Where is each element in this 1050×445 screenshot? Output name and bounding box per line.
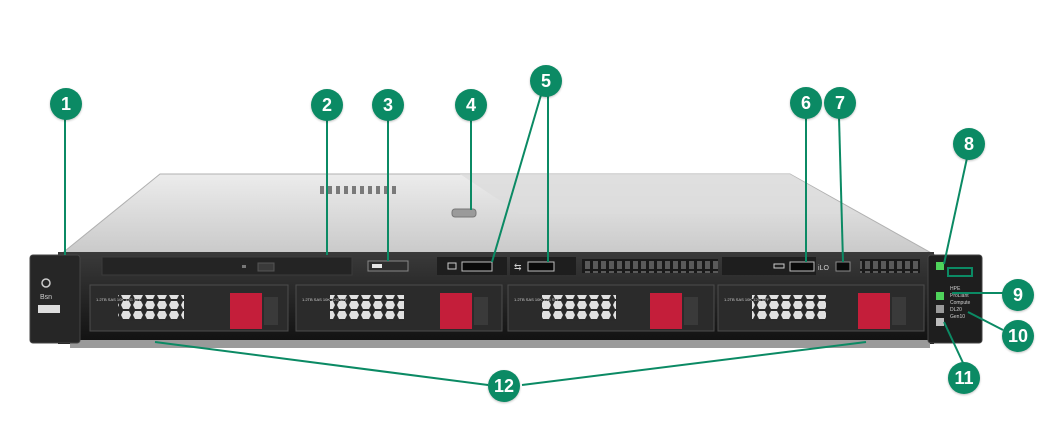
hpe-logo [947, 267, 973, 277]
left-ear-power-icon [41, 278, 51, 288]
top-cover-latch [451, 208, 477, 218]
left-ear-label: Bsn [40, 294, 52, 301]
brand-line-1: HPE [950, 286, 961, 292]
callout-2: 2 [311, 89, 343, 121]
drive-bay-3-label: 1.2TB SAS 10K 12G SFF [514, 297, 560, 302]
usb-port[interactable] [527, 261, 555, 272]
drive-bay-2-grille [330, 295, 404, 321]
callout-3: 3 [372, 89, 404, 121]
callout-10: 10 [1002, 320, 1034, 352]
display-port-icon [447, 262, 457, 270]
callout-leader-lines [64, 94, 1004, 386]
ilo-label: iLO [818, 265, 829, 272]
drive-bay-2-release-latch[interactable] [440, 293, 472, 329]
drive-bay-4-grille [752, 295, 826, 321]
callout-6: 6 [790, 87, 822, 119]
power-led [936, 262, 944, 270]
callout-11: 11 [948, 362, 980, 394]
callout-1: 1 [50, 88, 82, 120]
nic-led [936, 305, 944, 313]
chassis-bottom-rail [70, 340, 930, 348]
drive-bay-3-grille [542, 295, 616, 321]
system-id-button[interactable] [835, 261, 851, 272]
drive-bay-4-label: 1.2TB SAS 10K 12G SFF [724, 297, 770, 302]
brand-line-4: DL20 [950, 307, 962, 313]
drive-bay-1-label: 1.2TB SAS 10K 12G SFF [96, 297, 142, 302]
callout-5: 5 [530, 65, 562, 97]
callout-4: 4 [455, 89, 487, 121]
left-rack-ear [29, 254, 81, 344]
drive-bay-3-release-latch[interactable] [650, 293, 682, 329]
ilo-usb-icon [773, 263, 785, 269]
health-led [936, 292, 944, 300]
optical-drive-bay [101, 256, 353, 276]
usb-icon: ⇆ [514, 262, 522, 272]
callout-9: 9 [1002, 279, 1034, 311]
right-vent-grille [860, 259, 920, 273]
drive-bay-1-release-latch[interactable] [230, 293, 262, 329]
brand-line-2: ProLiant [950, 293, 969, 299]
drive-bays: 1.2TB SAS 10K 12G SFF 1.2TB SAS 10K 12G … [89, 284, 925, 332]
front-vent-grille [582, 259, 718, 273]
callout-7: 7 [824, 87, 856, 119]
top-cover-vents [320, 186, 396, 194]
ilo-service-port[interactable] [789, 261, 815, 272]
drive-bay-4-release-latch[interactable] [858, 293, 890, 329]
chassis-top-rear-panel [460, 174, 860, 214]
optical-drive-button[interactable] [257, 262, 275, 272]
drive-bay-2-label: 1.2TB SAS 10K 12G SFF [302, 297, 348, 302]
drive-bay-1-grille [118, 295, 184, 321]
brand-line-3: Compute [950, 300, 971, 306]
brand-line-5: Gen10 [950, 314, 965, 320]
uid-button[interactable] [936, 318, 944, 326]
optical-drive-led [242, 265, 246, 268]
callout-12: 12 [488, 370, 520, 402]
left-ear-serial-tag [38, 305, 60, 313]
callout-8: 8 [953, 128, 985, 160]
display-port[interactable] [461, 261, 493, 272]
